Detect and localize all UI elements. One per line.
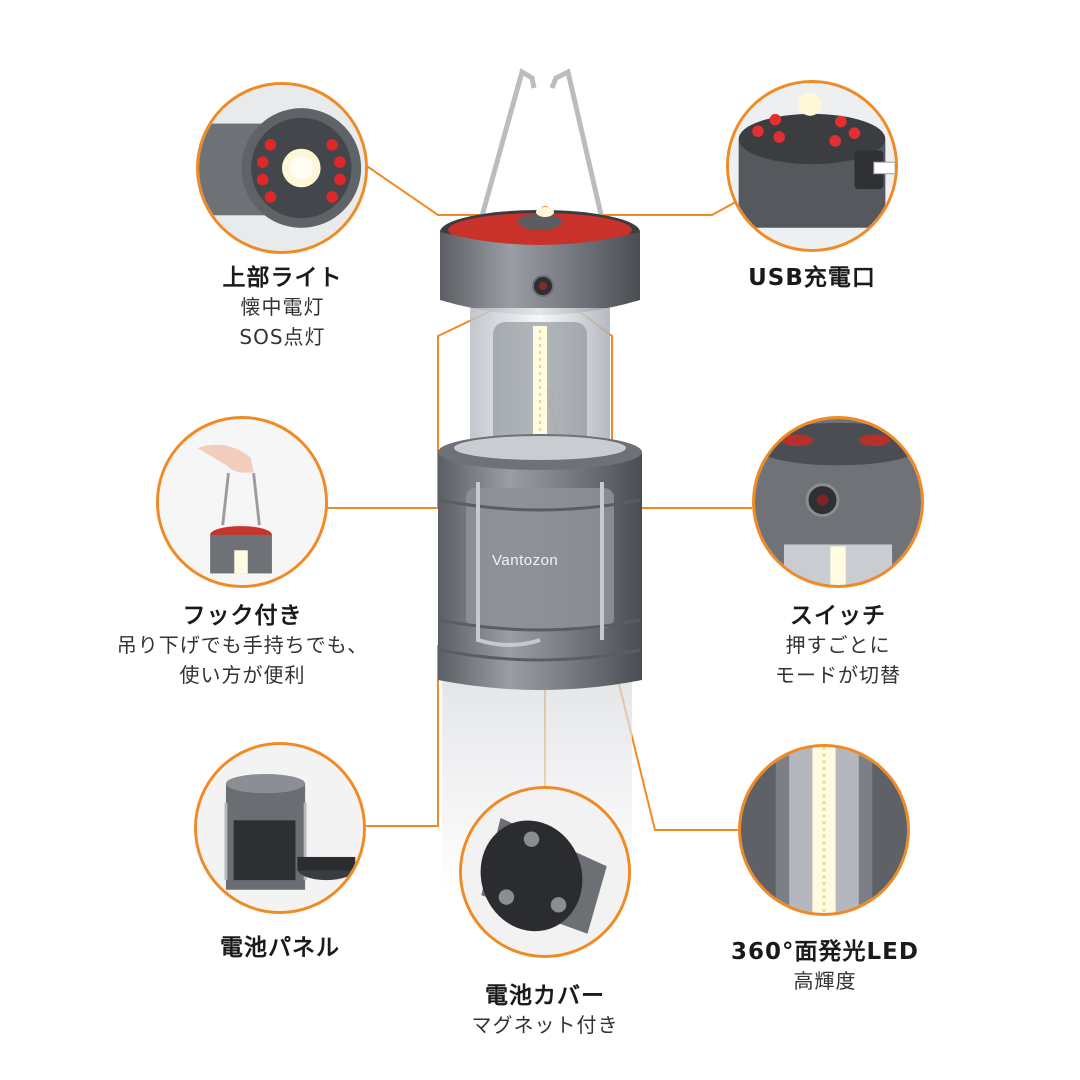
callout-desc-line: マグネット付き <box>471 1013 619 1037</box>
callout-desc-line: 懐中電灯 <box>240 295 325 319</box>
callout-title: スイッチ <box>790 603 886 629</box>
callout-image-hook <box>156 416 328 588</box>
hook-handles <box>476 482 604 647</box>
callout-desc-line: 高輝度 <box>793 969 857 993</box>
callout-label-switch: スイッチ 押すごとに モードが切替 <box>752 596 924 690</box>
callout-title: USB充電口 <box>748 265 876 291</box>
callout-image-battery-cover <box>459 786 631 958</box>
callout-title: 電池パネル <box>220 935 340 961</box>
callout-image-led-360 <box>738 744 910 916</box>
callout-label-top-light: 上部ライト 懐中電灯 SOS点灯 <box>190 258 375 352</box>
callout-title: 360°面発光LED <box>731 939 919 965</box>
callout-label-led-360: 360°面発光LED 高輝度 <box>690 932 960 996</box>
callout-label-battery-panel: 電池パネル <box>194 928 366 962</box>
callout-image-usb-port <box>726 80 898 252</box>
callout-image-top-light <box>196 82 368 254</box>
callout-desc-line: 使い方が便利 <box>179 663 306 687</box>
callout-label-usb-port: USB充電口 <box>742 258 882 292</box>
top-light-led <box>536 207 554 217</box>
callout-label-battery-cover: 電池カバー マグネット付き <box>430 976 660 1040</box>
lantern-handle <box>459 68 621 289</box>
callout-desc-line: モードが切替 <box>775 663 901 687</box>
callout-title: フック付き <box>182 603 303 629</box>
callout-label-hook: フック付き 吊り下げでも手持ちでも、 使い方が便利 <box>100 596 385 690</box>
callout-image-battery-panel <box>194 742 366 914</box>
brand-logo-text: Vantozon <box>492 552 559 569</box>
callout-desc-line: 押すごとに <box>785 633 891 657</box>
callout-desc-line: 吊り下げでも手持ちでも、 <box>116 633 369 657</box>
callout-title: 上部ライト <box>222 265 343 291</box>
callout-title: 電池カバー <box>485 983 605 1009</box>
callout-image-switch <box>752 416 924 588</box>
callout-desc-line: SOS点灯 <box>239 325 326 349</box>
